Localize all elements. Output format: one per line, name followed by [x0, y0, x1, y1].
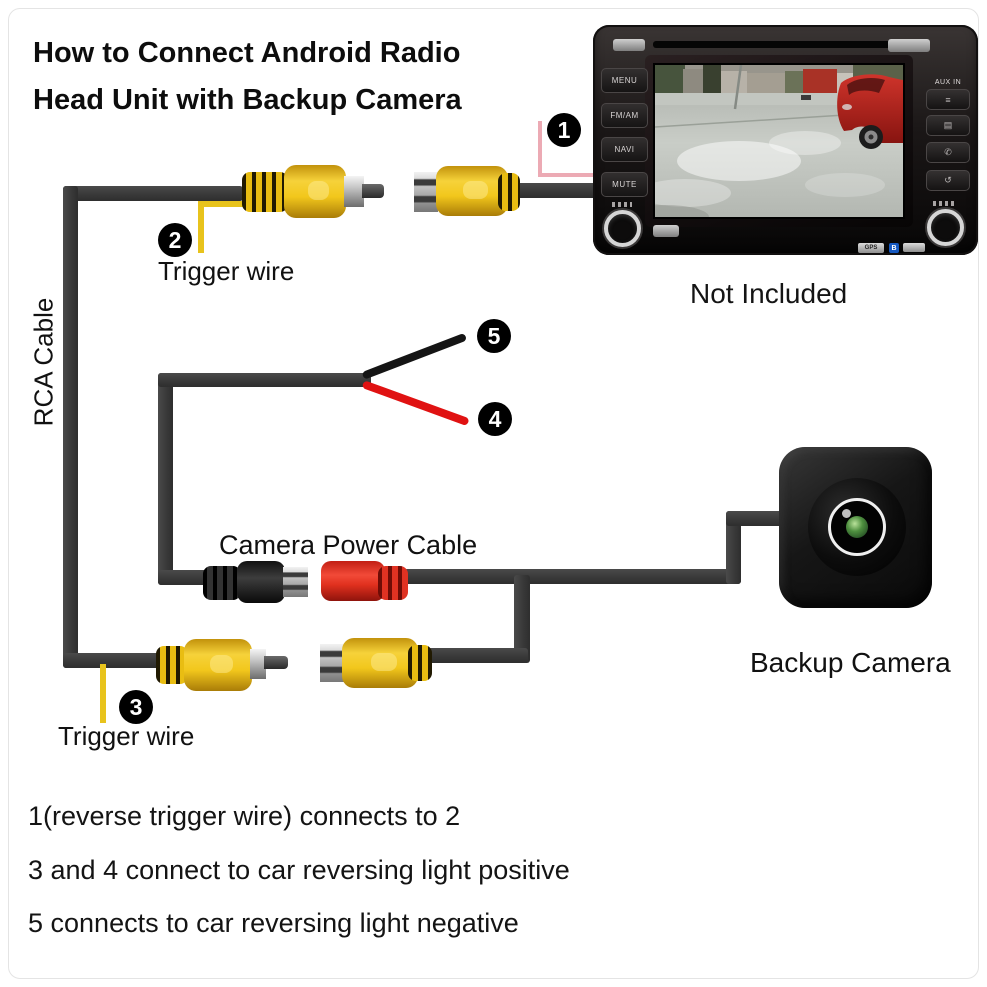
trigger-wire-top-label: Trigger wire [158, 256, 295, 286]
mute-button: MUTE [601, 172, 648, 197]
rca-male-bottom-strain-relief [156, 646, 188, 684]
rca-female-top-strain-relief [498, 173, 520, 211]
parking-lot-scene [655, 65, 903, 217]
volume-knob-marks [612, 202, 632, 207]
tune-knob-marks [933, 201, 957, 206]
bluetooth-chip: B [889, 243, 899, 253]
rca-male-top-strain-relief [242, 172, 288, 212]
rca-male-top-pin [362, 184, 384, 198]
not-included-label: Not Included [690, 278, 848, 309]
volume-knob [604, 210, 641, 247]
media-icon-button: ▤ [926, 115, 970, 136]
rca-male-top-collar [344, 176, 364, 207]
callout-badge-4: 4 [478, 402, 512, 436]
callout-1-line-vertical [538, 121, 542, 177]
rca-female-top-body [436, 166, 508, 216]
camera-lens-iris [846, 516, 868, 538]
power-male-collar [283, 567, 308, 597]
rca-cable-bottom-run [63, 653, 165, 668]
navi-button: NAVI [601, 137, 648, 162]
camera-video-run [428, 648, 528, 663]
callout-badge-1: 1 [547, 113, 581, 147]
power-female-body [321, 561, 385, 601]
rca-female-bottom-body [342, 638, 418, 688]
power-male-body [237, 561, 285, 603]
rca-cable-label: RCA Cable [28, 297, 59, 427]
page-title: How to Connect Android Radio Head Unit w… [33, 30, 462, 124]
trigger-wire-bottom-label: Trigger wire [58, 721, 195, 751]
note-line-1: 1(reverse trigger wire) connects to 2 [28, 801, 461, 831]
power-female-strain-relief [378, 566, 408, 600]
camera-power-run [404, 569, 741, 584]
rca-male-bottom-pin [264, 656, 288, 669]
rca-cable-left-vertical [63, 186, 78, 668]
callout-badge-3: 3 [119, 690, 153, 724]
trigger-wire-2-horizontal [200, 201, 254, 207]
rca-female-bottom-socket [320, 644, 344, 682]
rca-female-bottom-strain-relief [408, 645, 432, 681]
rca-female-top-socket [414, 172, 438, 212]
rca-cable-top-run [63, 186, 243, 201]
trigger-wire-2-vertical [198, 201, 204, 253]
cable-to-head-unit [516, 183, 600, 198]
usb-icon: ≡ [945, 94, 951, 105]
tune-knob [927, 209, 964, 246]
backup-camera-label: Backup Camera [750, 647, 951, 678]
aux-in-label: AUX IN [934, 79, 962, 86]
power-ext-vertical [158, 373, 173, 585]
rca-male-bottom-body [184, 639, 252, 691]
media-icon: ▤ [943, 120, 953, 130]
note-line-3: 5 connects to car reversing light negati… [28, 908, 519, 938]
cd-slot [653, 41, 893, 48]
power-ext-bottom-run [158, 570, 214, 585]
note-line-2: 3 and 4 connect to car reversing light p… [28, 855, 570, 885]
camera-cable-to-camera [726, 511, 784, 526]
phone-icon-button: ✆ [926, 142, 970, 163]
camera-lens-glint [842, 509, 851, 518]
trigger-wire-3-vertical [100, 664, 106, 723]
page-border [8, 8, 979, 979]
power-ext-top-run [158, 373, 371, 387]
camera-video-fork-vertical [514, 575, 530, 663]
gps-chip: GPS [858, 243, 884, 253]
info-chip [903, 243, 925, 252]
rca-male-top-body [284, 165, 346, 218]
head-unit: MENU FM/AM NAVI MUTE AUX IN ≡ ▤ ✆ ↺ GPS … [593, 25, 978, 255]
fm-am-button: FM/AM [601, 103, 648, 128]
eject-button [653, 225, 679, 237]
rca-male-bottom-collar [250, 649, 266, 679]
callout-badge-5: 5 [477, 319, 511, 353]
title-line-2: Head Unit with Backup Camera [33, 84, 462, 116]
camera-cable-vertical [726, 511, 741, 584]
power-male-strain-relief [203, 566, 241, 600]
callout-badge-2: 2 [158, 223, 192, 257]
usb-icon-button: ≡ [926, 89, 970, 110]
phone-icon: ✆ [944, 147, 952, 157]
callout-1-line-horizontal [538, 173, 597, 177]
top-left-button [613, 39, 645, 51]
camera-power-cable-label: Camera Power Cable [219, 530, 478, 560]
title-line-1: How to Connect Android Radio [33, 37, 461, 69]
return-icon: ↺ [944, 175, 952, 185]
backup-camera [779, 447, 932, 608]
top-right-button [888, 39, 930, 52]
screen-backup-camera-view [653, 63, 905, 219]
return-icon-button: ↺ [926, 170, 970, 191]
menu-button: MENU [601, 68, 648, 93]
